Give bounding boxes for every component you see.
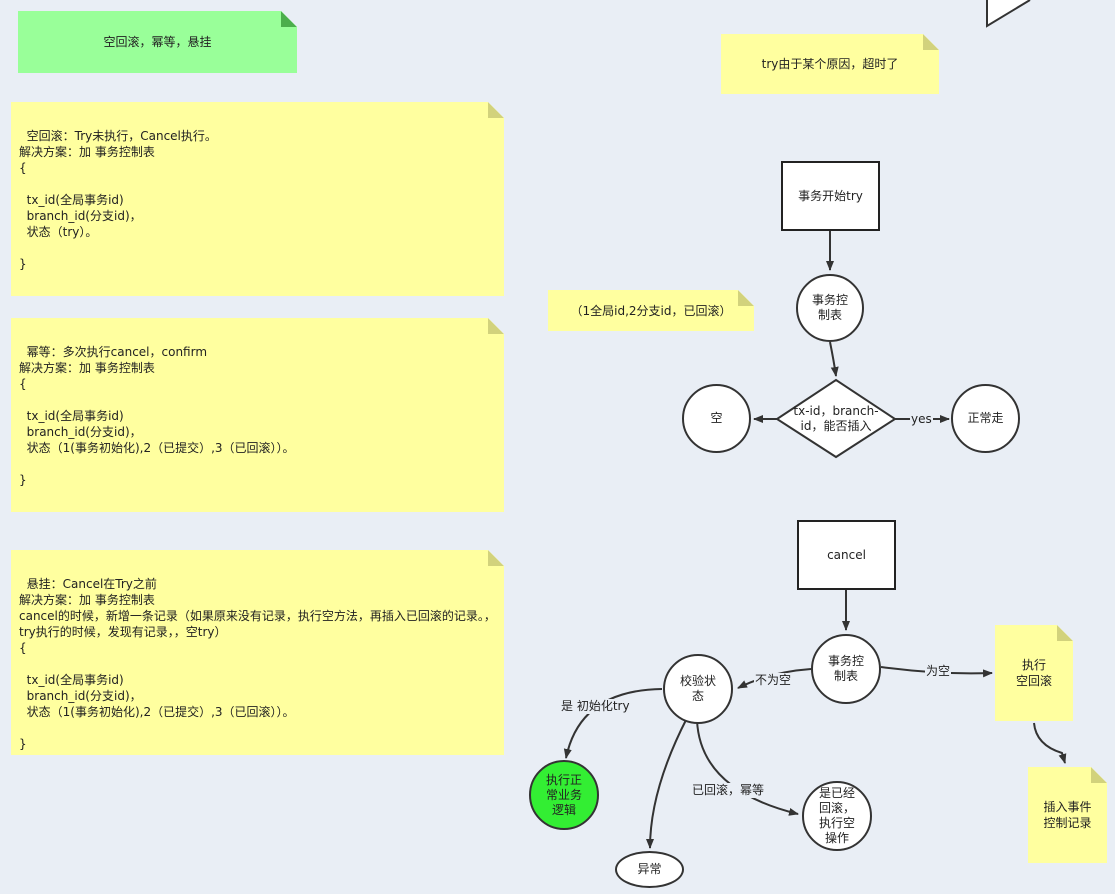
normal-node: 正常走 [951, 384, 1020, 453]
exec-empty-rollback-note: 执行 空回滚 [995, 625, 1073, 721]
exception-node: 异常 [615, 851, 684, 888]
check-state-label: 校验状 态 [679, 674, 716, 703]
top-control-table-node: 事务控 制表 [796, 274, 864, 342]
idempotent-text: 幂等：多次执行cancel，confirm 解决方案：加 事务控制表 { tx_… [19, 345, 295, 487]
yes-label: yes [910, 412, 933, 427]
title-note-text: 空回滚，幂等，悬挂 [103, 35, 212, 49]
empty-label: 空 [710, 411, 723, 425]
is-empty-label: 为空 [925, 664, 952, 679]
cancel-node: cancel [797, 520, 896, 590]
rolled-back-label: 是已经 回滚， 执行空 操作 [818, 786, 855, 845]
empty-node: 空 [682, 384, 751, 453]
cancel-label: cancel [827, 547, 866, 562]
empty-rollback-note: 空回滚：Try未执行，Cancel执行。 解决方案：加 事务控制表 { tx_i… [11, 102, 504, 296]
edge-control-decision [829, 341, 839, 377]
rolled-back-node: 是已经 回滚， 执行空 操作 [802, 781, 872, 851]
edge-note-insert [1033, 722, 1067, 764]
rolled-back-edge-label: 已回滚，幂等 [691, 783, 766, 798]
start-try-node: 事务开始try [781, 161, 880, 231]
insert-control-text: 插入事件 控制记录 [1043, 800, 1092, 830]
bottom-control-table-label: 事务控 制表 [827, 654, 864, 683]
timeout-text: try由于某个原因，超时了 [761, 57, 899, 71]
edge-check-exception [646, 717, 688, 849]
decision-label: tx-id，branch- id，能否插入 [793, 404, 879, 433]
init-try-label: 是 初始化try [560, 699, 631, 714]
record-note: （1全局id,2分支id，已回滚） [548, 290, 754, 331]
timeout-note: try由于某个原因，超时了 [721, 34, 939, 94]
record-text: （1全局id,2分支id，已回滚） [570, 303, 732, 318]
decision-diamond [775, 378, 897, 459]
start-try-label: 事务开始try [798, 188, 863, 203]
edge-check-rolled [696, 719, 799, 816]
exec-normal-node: 执行正 常业务 逻辑 [529, 760, 599, 830]
suspend-note: 悬挂：Cancel在Try之前 解决方案：加 事务控制表 cancel的时候，新… [11, 550, 504, 755]
partial-shape [986, 0, 1031, 28]
title-note: 空回滚，幂等，悬挂 [18, 11, 297, 73]
exec-normal-label: 执行正 常业务 逻辑 [545, 772, 582, 817]
idempotent-note: 幂等：多次执行cancel，confirm 解决方案：加 事务控制表 { tx_… [11, 318, 504, 512]
check-state-node: 校验状 态 [663, 654, 733, 724]
exec-empty-rollback-text: 执行 空回滚 [1015, 658, 1052, 688]
top-control-table-label: 事务控 制表 [811, 293, 848, 322]
insert-control-note: 插入事件 控制记录 [1028, 767, 1107, 863]
empty-rollback-text: 空回滚：Try未执行，Cancel执行。 解决方案：加 事务控制表 { tx_i… [19, 129, 217, 271]
bottom-control-table-node: 事务控 制表 [811, 634, 881, 704]
exception-label: 异常 [637, 862, 662, 876]
normal-label: 正常走 [967, 411, 1004, 425]
suspend-text: 悬挂：Cancel在Try之前 解决方案：加 事务控制表 cancel的时候，新… [19, 577, 496, 751]
not-empty-label: 不为空 [754, 673, 793, 688]
